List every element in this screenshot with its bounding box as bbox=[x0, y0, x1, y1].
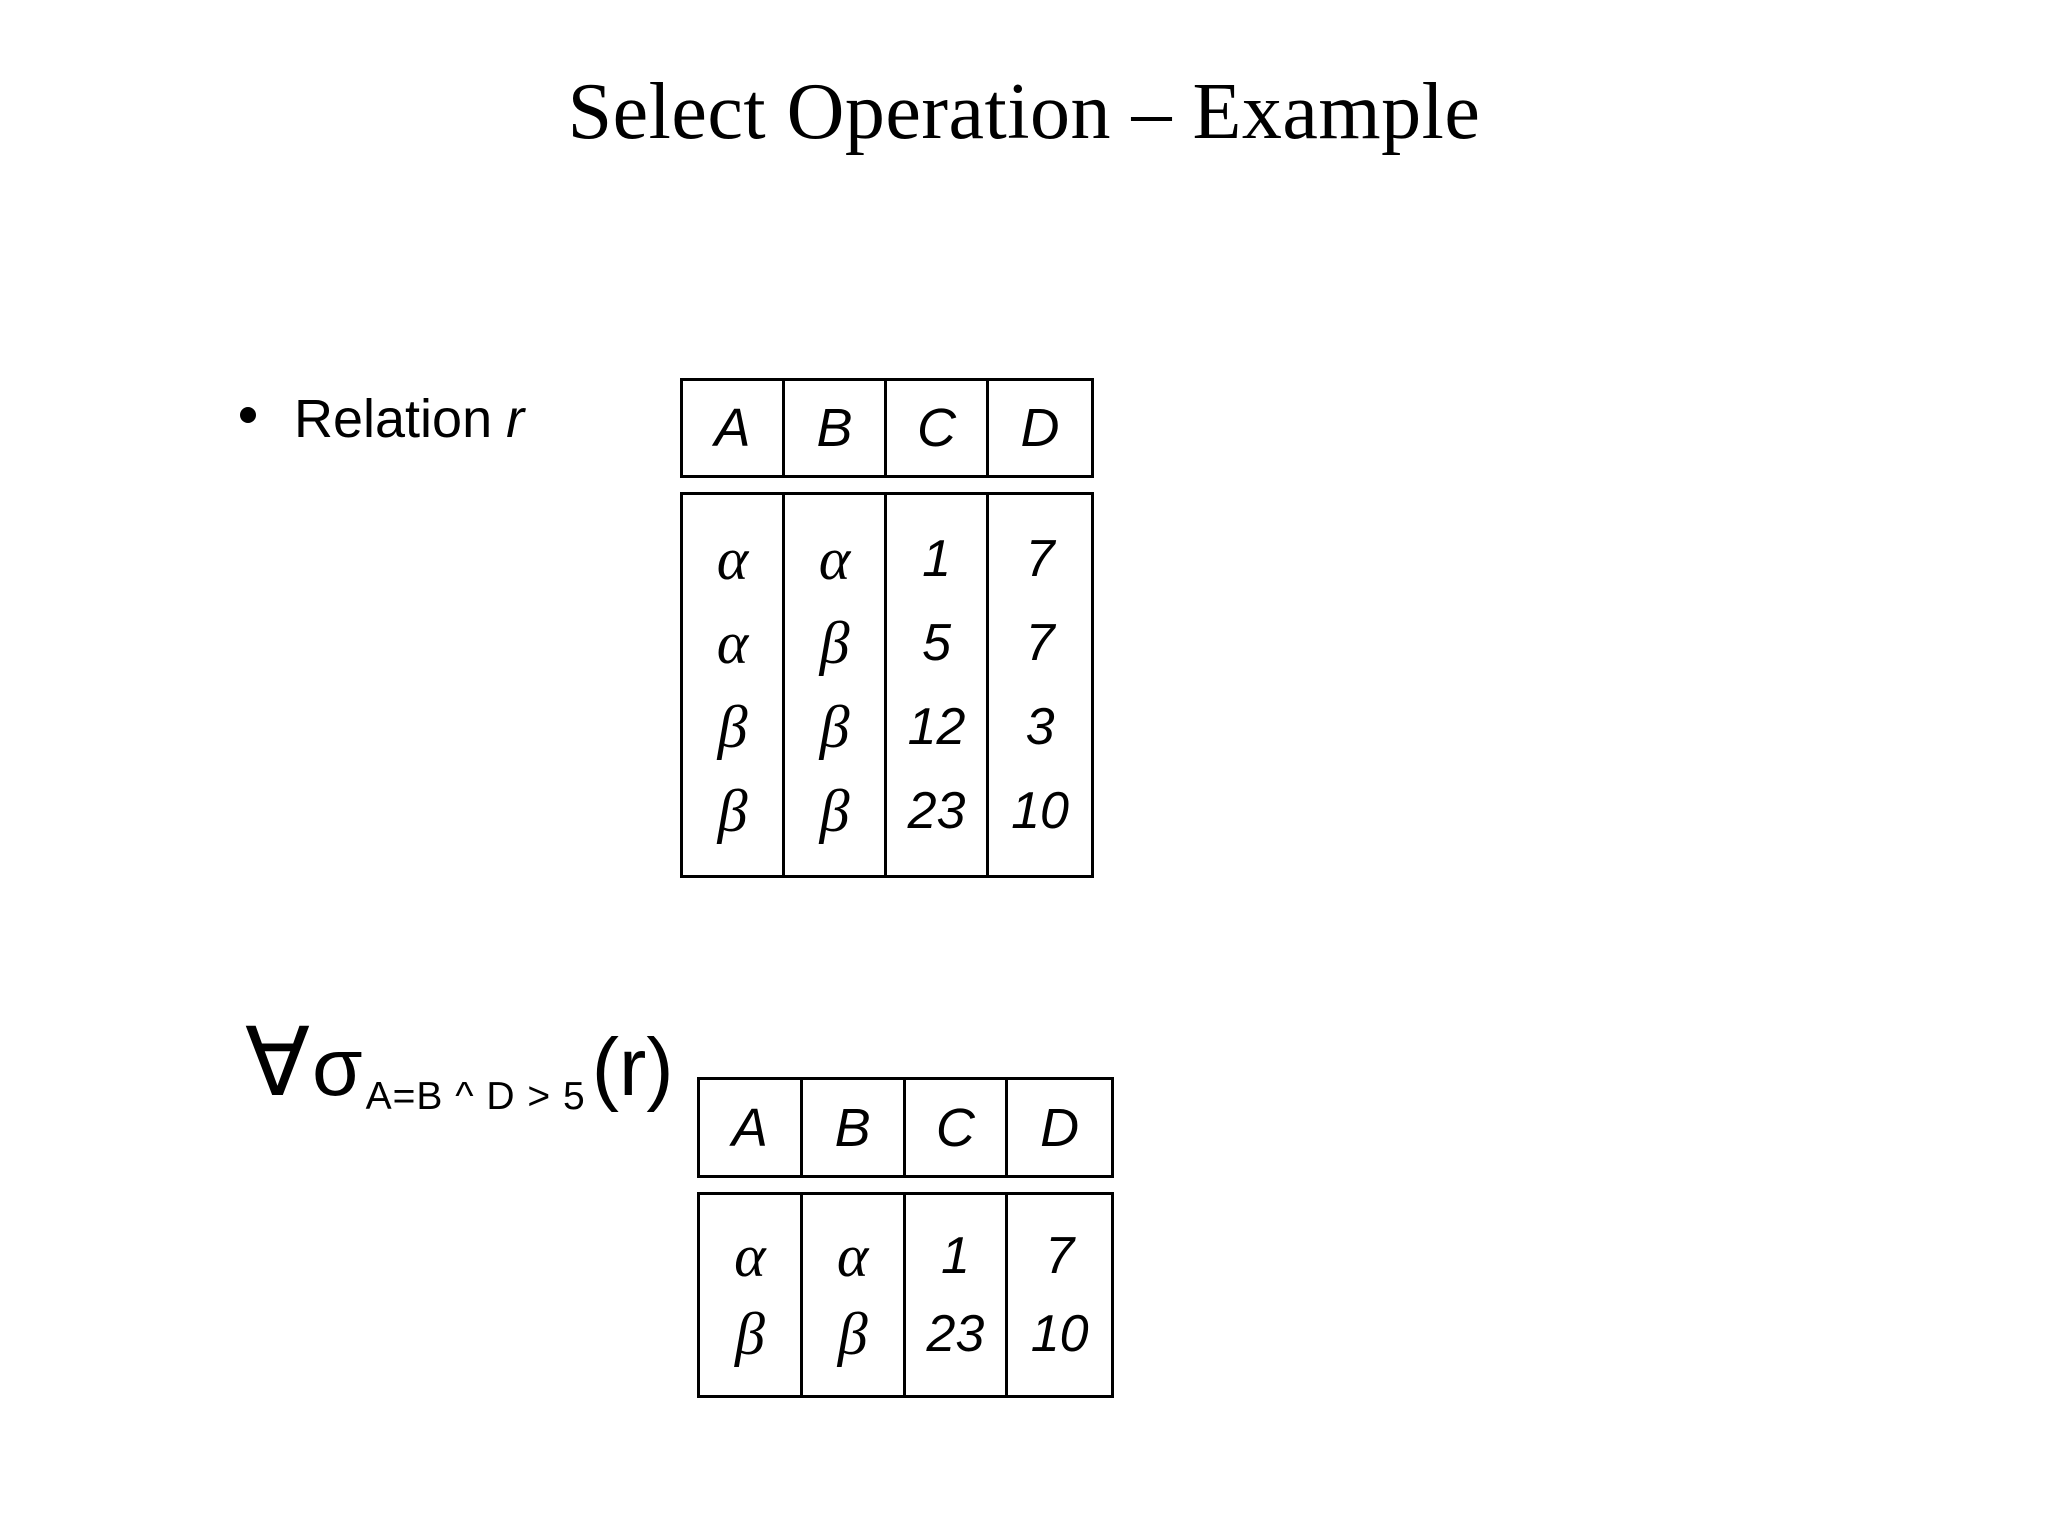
result-body-col-c: 1 23 bbox=[906, 1195, 1009, 1395]
table-cell: 1 bbox=[922, 530, 951, 588]
relation-r-header-row: A B C D bbox=[680, 378, 1094, 478]
relation-r-body-col-a: α α β β bbox=[683, 495, 786, 875]
result-body: α β α β 1 23 7 10 bbox=[697, 1192, 1114, 1398]
column-header: B bbox=[834, 1097, 871, 1158]
result-table: A B C D α β α β 1 23 bbox=[697, 1077, 1114, 1398]
relation-label: Relation bbox=[294, 389, 493, 449]
column-header: A bbox=[731, 1097, 768, 1158]
relation-r-header-col-a: A bbox=[683, 381, 786, 475]
column-header: C bbox=[917, 398, 957, 458]
relation-r-body-col-d: 7 7 3 10 bbox=[989, 495, 1091, 875]
column-header: B bbox=[816, 398, 853, 458]
table-cell: β bbox=[819, 778, 850, 844]
result-header-row: A B C D bbox=[697, 1077, 1114, 1178]
table-cell: β bbox=[717, 694, 748, 760]
table-cell: α bbox=[716, 526, 749, 592]
table-cell: β bbox=[717, 778, 748, 844]
column-header: D bbox=[1040, 1097, 1080, 1158]
sigma-symbol: σ bbox=[312, 1022, 363, 1113]
column-header: D bbox=[1020, 398, 1060, 458]
table-cell: β bbox=[734, 1301, 765, 1367]
relation-r-table: A B C D α α β β α β β β bbox=[680, 378, 1094, 878]
result-body-col-a: α β bbox=[700, 1195, 803, 1395]
result-body-col-d: 7 10 bbox=[1008, 1195, 1111, 1395]
table-cell: 7 bbox=[1025, 530, 1055, 588]
table-cell: β bbox=[819, 694, 850, 760]
bullet-dot-icon bbox=[240, 407, 256, 423]
table-cell: 12 bbox=[907, 698, 966, 756]
table-cell: β bbox=[837, 1301, 868, 1367]
table-cell: 5 bbox=[922, 614, 951, 672]
table-cell: 23 bbox=[926, 1305, 985, 1363]
table-cell: β bbox=[819, 610, 850, 676]
result-body-col-b: α β bbox=[803, 1195, 906, 1395]
page-title: Select Operation – Example bbox=[567, 68, 1481, 156]
table-cell: 23 bbox=[907, 782, 966, 840]
table-cell: 7 bbox=[1045, 1227, 1075, 1285]
relation-r-body-col-b: α β β β bbox=[785, 495, 888, 875]
result-header-col-a: A bbox=[700, 1080, 803, 1175]
result-header-col-c: C bbox=[906, 1080, 1009, 1175]
result-header-col-b: B bbox=[803, 1080, 906, 1175]
column-header: A bbox=[714, 398, 751, 458]
table-cell: α bbox=[818, 526, 851, 592]
table-cell: α bbox=[836, 1223, 869, 1289]
table-cell: 7 bbox=[1025, 614, 1055, 672]
select-operation-expression: ∀ σ A=B ^ D > 5 (r) bbox=[245, 1010, 674, 1117]
table-cell: 10 bbox=[1011, 782, 1069, 840]
forall-symbol: ∀ bbox=[245, 1010, 310, 1116]
relation-r-header-col-b: B bbox=[785, 381, 888, 475]
table-cell: α bbox=[716, 610, 749, 676]
relation-r-body-col-c: 1 5 12 23 bbox=[887, 495, 990, 875]
table-cell: 3 bbox=[1025, 698, 1055, 756]
result-header-col-d: D bbox=[1008, 1080, 1111, 1175]
expression-argument: (r) bbox=[591, 1022, 674, 1113]
relation-r-body: α α β β α β β β 1 5 12 23 7 7 3 10 bbox=[680, 492, 1094, 878]
table-cell: 1 bbox=[940, 1227, 970, 1285]
relation-variable: r bbox=[506, 389, 525, 449]
selection-predicate-subscript: A=B ^ D > 5 bbox=[365, 1075, 586, 1118]
table-cell: 10 bbox=[1030, 1305, 1089, 1363]
relation-r-header-col-d: D bbox=[989, 381, 1091, 475]
relation-bullet-line: Relation r bbox=[240, 392, 524, 446]
table-cell: α bbox=[734, 1223, 766, 1289]
relation-r-header-col-c: C bbox=[887, 381, 990, 475]
column-header: C bbox=[935, 1097, 975, 1158]
